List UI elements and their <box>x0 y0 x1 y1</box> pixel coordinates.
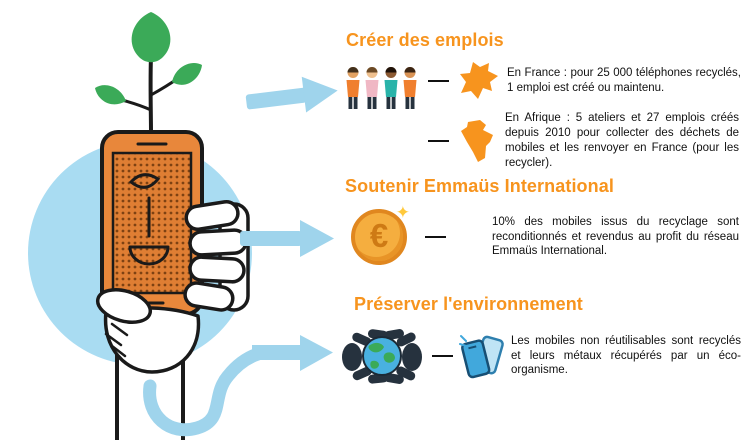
recycled-phones-icon <box>459 335 504 379</box>
section-emmaus-title: Soutenir Emmaüs International <box>345 176 614 196</box>
arrow-to-environment <box>143 335 333 437</box>
euro-coin-icon: € ✦ <box>351 203 410 265</box>
plant-icon <box>95 12 202 136</box>
separator-dash <box>432 354 453 358</box>
section-create-jobs: Créer des emplois <box>336 30 748 171</box>
emmaus-text: 10% des mobiles issus du recyclage sont … <box>492 215 739 258</box>
arrow-to-emmaus <box>240 220 334 257</box>
cuff-hatch <box>104 322 129 358</box>
jobs-item-africa: En Afrique : 5 ateliers et 27 emplois cr… <box>428 111 748 171</box>
sparkle-icon: ✦ <box>395 203 410 222</box>
hands-holding-earth-icon <box>342 329 422 384</box>
jobs-item-france: En France : pour 25 000 téléphones recyc… <box>428 61 748 101</box>
person-figure <box>365 67 379 109</box>
person-figure <box>346 67 360 109</box>
separator-dash <box>425 235 446 239</box>
france-map-icon <box>460 62 498 99</box>
person-figure <box>384 67 398 109</box>
section-environment: Préserver l'environnement <box>336 294 748 385</box>
earth-globe-icon <box>362 336 402 376</box>
environment-text: Les mobiles non réutilisables sont recyc… <box>511 334 741 377</box>
jobs-africa-text: En Afrique : 5 ateliers et 27 emplois cr… <box>505 112 739 169</box>
section-create-jobs-title: Créer des emplois <box>346 30 504 50</box>
separator-dash <box>428 139 449 143</box>
section-emmaus: Soutenir Emmaüs International € ✦ 10% de… <box>343 176 748 265</box>
person-figure <box>403 67 417 109</box>
euro-symbol: € <box>369 217 389 254</box>
arrow-to-jobs <box>245 76 338 113</box>
hand <box>95 199 250 374</box>
people-group-icon <box>346 67 417 109</box>
separator-dash <box>428 79 449 83</box>
phone-illustration <box>100 130 204 316</box>
jobs-france-text: En France : pour 25 000 téléphones recyc… <box>507 67 741 94</box>
africa-map-icon <box>461 119 493 162</box>
section-environment-title: Préserver l'environnement <box>354 294 583 314</box>
